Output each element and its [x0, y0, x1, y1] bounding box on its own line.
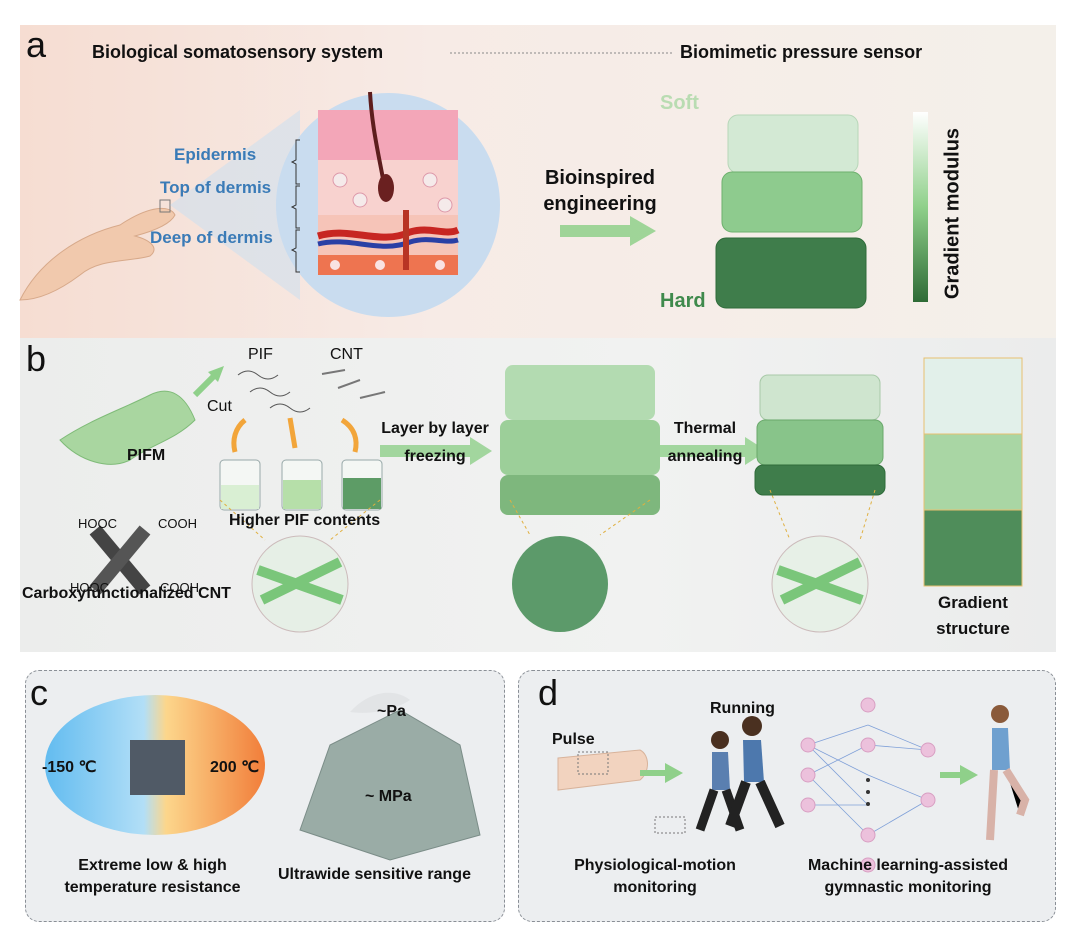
label-pif: PIF — [248, 346, 273, 363]
sem-soft — [923, 357, 1023, 435]
panel-a-letter: a — [26, 24, 47, 65]
bioinspired-line1: Bioinspired — [544, 167, 655, 189]
label-layer-by-layer: Layer by layer freezing — [380, 415, 490, 471]
feather — [350, 692, 410, 713]
caption-physiological-line1: Physiological-motion — [574, 857, 736, 874]
gradient-foam-stack — [715, 114, 867, 309]
frozen-cube — [500, 365, 660, 515]
thermal-line1: Thermal — [673, 420, 737, 437]
label-cut: Cut — [207, 398, 232, 415]
layer-line2: freezing — [404, 448, 466, 465]
sem-mid — [923, 433, 1023, 511]
foam-cube — [130, 740, 185, 795]
caption-sensitive-range: Ultrawide sensitive range — [278, 866, 471, 883]
label-soft: Soft — [660, 92, 699, 114]
panel-b-letter: b — [26, 338, 47, 379]
layer-line1: Layer by layer — [381, 420, 489, 437]
wrist — [557, 749, 648, 791]
panel-a-right-title: Biomimetic pressure sensor — [680, 42, 923, 62]
bioinspired-label: Bioinspired engineering — [530, 165, 670, 217]
label-cnt: CNT — [330, 346, 363, 363]
pifm-sheet — [59, 390, 196, 465]
label-epidermis: Epidermis — [174, 145, 257, 164]
caption-ml-gymnastic: Machine learning-assisted gymnastic moni… — [788, 855, 1028, 899]
bioinspired-arrow — [560, 216, 656, 246]
label-deep-of-dermis: Deep of dermis — [150, 228, 273, 247]
hand-illustration — [19, 207, 176, 301]
caption-physiological-line2: monitoring — [613, 879, 697, 896]
label-pifm: PIFM — [127, 447, 166, 464]
label-pulse: Pulse — [552, 731, 595, 748]
label-pa: ~Pa — [377, 703, 406, 720]
gymnast — [986, 705, 1030, 841]
label-hooc-2: HOOC — [70, 580, 109, 595]
skin-cross-section — [316, 91, 460, 275]
panel-a — [20, 25, 1056, 338]
caption-ml-line2: gymnastic monitoring — [824, 879, 992, 896]
label-top-of-dermis: Top of dermis — [160, 178, 272, 197]
caption-ml-line1: Machine learning-assisted — [807, 857, 1009, 874]
caption-temperature: Extreme low & high temperature resistanc… — [50, 855, 255, 899]
gradient-modulus-bar — [913, 112, 928, 302]
runners — [695, 716, 785, 832]
caption-physiological: Physiological-motion monitoring — [555, 855, 755, 899]
label-hard: Hard — [660, 290, 706, 312]
label-hooc-1: HOOC — [78, 516, 117, 531]
label-thermal-annealing: Thermal annealing — [660, 415, 750, 471]
gradient-structure-line1: Gradient — [938, 593, 1008, 612]
zoom-frozen — [512, 536, 608, 632]
label-cooh-2: COOH — [160, 580, 199, 595]
gradient-structure-line2: structure — [936, 619, 1010, 638]
caption-temperature-line1: Extreme low & high — [78, 857, 227, 874]
label-low-temp: -150 ℃ — [42, 759, 97, 776]
label-gradient-structure: Gradient structure — [920, 590, 1026, 642]
panel-d — [518, 670, 1056, 922]
label-running: Running — [710, 700, 775, 717]
rock — [299, 709, 481, 861]
label-carboxy-cnt: Carboxyfunctionalized CNT — [22, 585, 231, 602]
label-cooh-1: COOH — [158, 516, 197, 531]
bioinspired-line2: engineering — [543, 193, 657, 215]
panel-d-letter: d — [538, 672, 559, 713]
panel-a-left-title: Biological somatosensory system — [92, 42, 384, 62]
neural-network — [807, 724, 929, 836]
label-higher-pif: Higher PIF contents — [229, 512, 381, 529]
caption-temperature-line2: temperature resistance — [64, 879, 241, 896]
sem-hard — [923, 509, 1023, 587]
label-high-temp: 200 ℃ — [210, 759, 260, 776]
annealed-stack — [754, 374, 886, 496]
label-mpa: ~ MPa — [365, 788, 412, 805]
panel-c-letter: c — [30, 672, 48, 713]
thermal-line2: annealing — [667, 448, 743, 465]
